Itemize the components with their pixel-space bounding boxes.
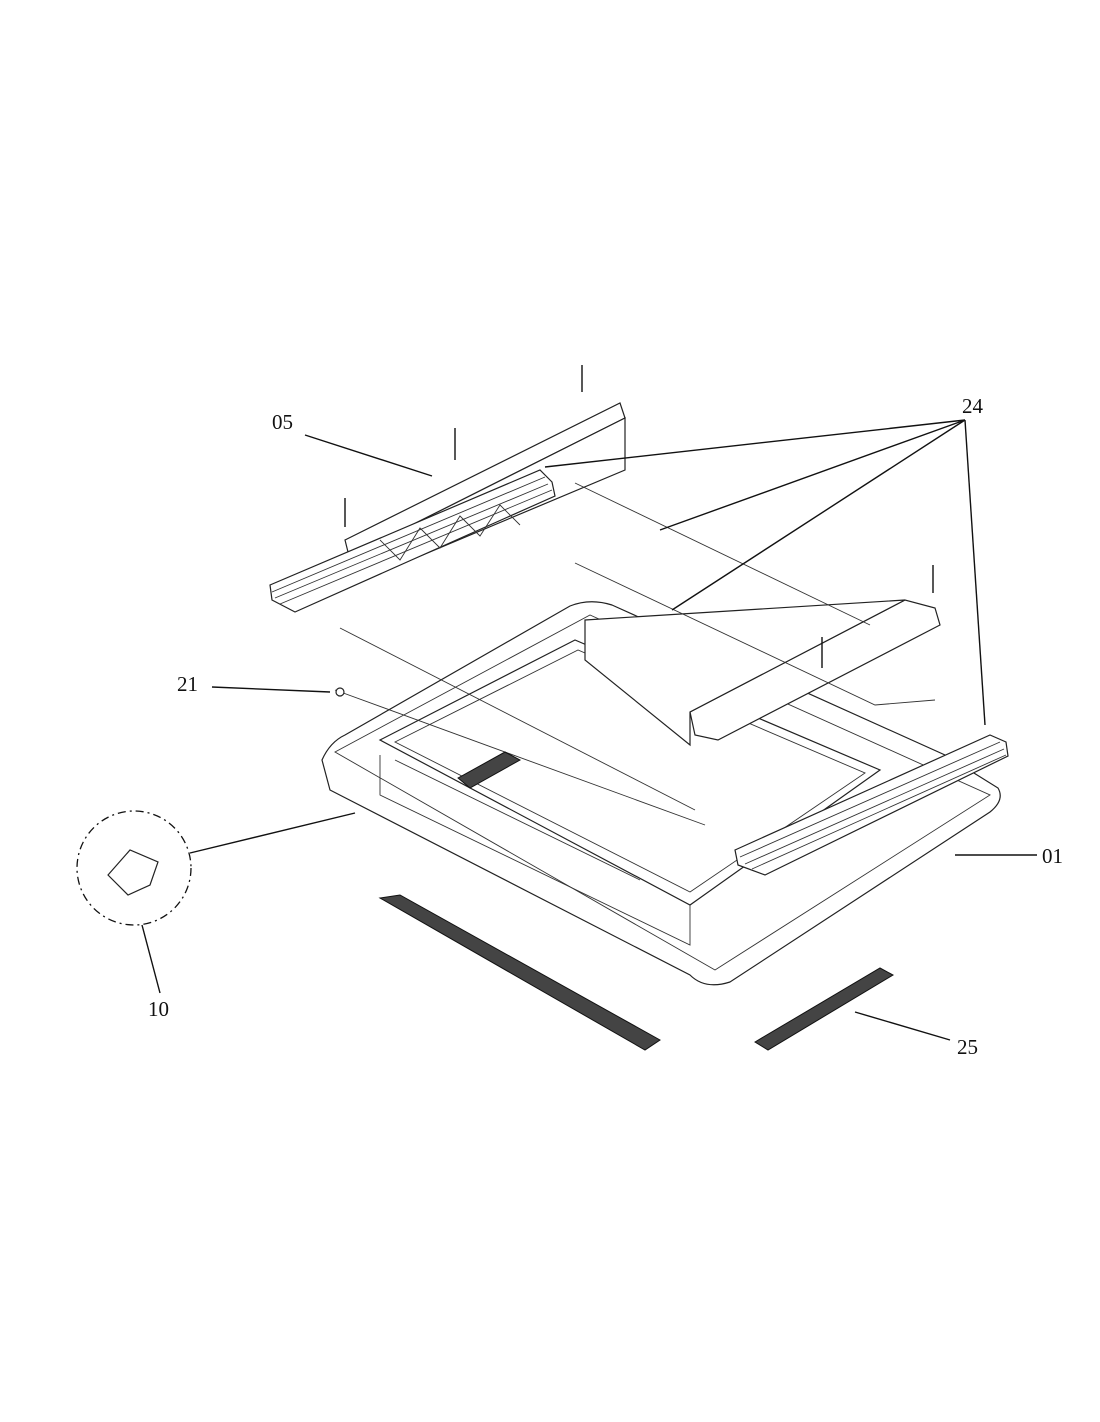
clip-part-21	[335, 687, 345, 697]
vent-strip-25	[378, 751, 895, 1051]
rail-right	[734, 734, 1009, 876]
frame-part-01	[321, 601, 1001, 986]
callout-25: 25	[957, 1035, 978, 1059]
callout-10: 10	[148, 997, 169, 1021]
wire-parts-24	[334, 482, 936, 826]
cover-right	[584, 565, 941, 747]
callout-21: 21	[177, 672, 198, 696]
callout-05: 05	[272, 410, 293, 434]
callout-01: 01	[1042, 844, 1063, 868]
callout-24: 24	[962, 394, 983, 418]
detail-circle-10	[76, 810, 192, 926]
leader-lines	[141, 419, 1037, 1041]
rail-top-left	[269, 469, 556, 613]
